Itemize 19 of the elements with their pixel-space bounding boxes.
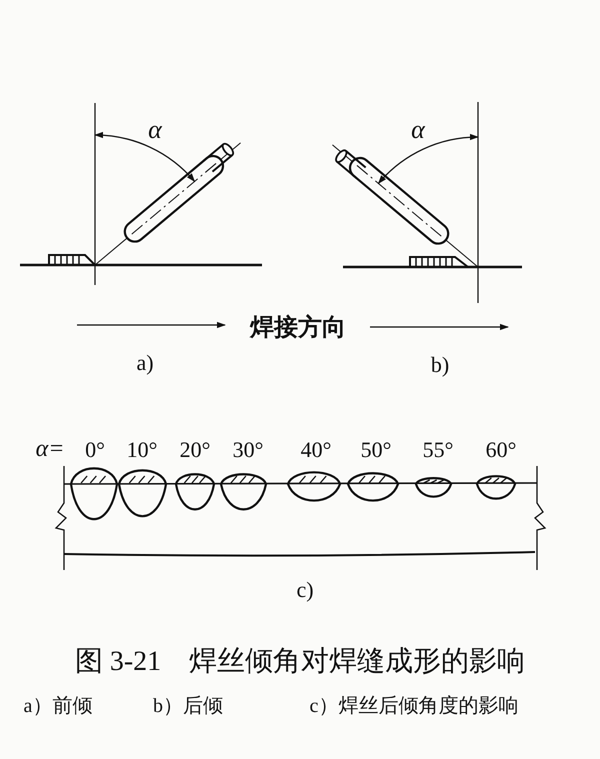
angle-value: 30° bbox=[232, 439, 264, 461]
angle-value: 20° bbox=[180, 439, 210, 461]
panel-note: c）焊丝后倾角度的影响 bbox=[310, 696, 518, 716]
panel-note: a）前倾 bbox=[24, 696, 92, 716]
angle-symbol: α= bbox=[36, 437, 64, 461]
angle-value: 55° bbox=[422, 439, 454, 461]
welding-direction-label: 焊接方向 bbox=[250, 316, 346, 340]
panel-label: a) bbox=[136, 352, 154, 374]
panel-note: b）后倾 bbox=[153, 696, 223, 716]
angle-symbol: α bbox=[148, 117, 162, 143]
panel-label: b) bbox=[430, 354, 450, 376]
angle-value: 50° bbox=[360, 439, 392, 461]
angle-value: 0° bbox=[85, 439, 105, 461]
angle-value: 10° bbox=[126, 439, 158, 461]
angle-value: 60° bbox=[486, 439, 516, 461]
figure-caption: 图 3-21 焊丝倾角对焊缝成形的影响 bbox=[74, 648, 526, 676]
angle-value: 40° bbox=[300, 439, 332, 461]
angle-symbol: α bbox=[411, 117, 425, 143]
panel-label: c) bbox=[296, 579, 314, 601]
